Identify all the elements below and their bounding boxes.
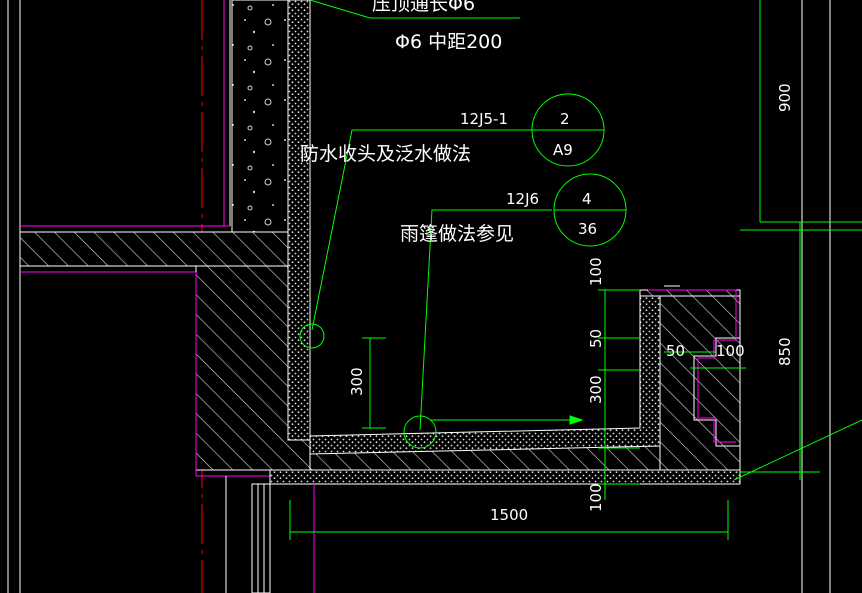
- dimension-100-horizontal: 100: [716, 342, 745, 360]
- beam: [195, 265, 311, 477]
- floor-slab: [19, 225, 289, 273]
- wall-concrete: [231, 0, 289, 233]
- dimension-300-left: 300: [348, 367, 366, 396]
- canopy-label: 雨篷做法参见: [400, 223, 514, 245]
- dimension-100-bottom: 100: [587, 483, 605, 512]
- rebar-top-label: 压顶通长Φ6: [372, 0, 475, 15]
- canopy-sheet-no: 36: [578, 220, 597, 238]
- dimension-300-vertical: 300: [587, 375, 605, 404]
- waterproof-ref-code: 12J5-1: [460, 110, 508, 128]
- rebar-spacing-label: Φ6 中距200: [395, 31, 502, 53]
- canopy-detail-no: 4: [582, 190, 592, 208]
- leaders: [299, 0, 862, 481]
- waterproof-sheet-no: A9: [553, 141, 573, 159]
- canopy-slab: [269, 285, 741, 485]
- waterproof-detail-no: 2: [560, 110, 570, 128]
- waterproof-label: 防水收头及泛水做法: [300, 143, 471, 165]
- dimension-900: 900: [776, 83, 794, 112]
- dimension-1500: 1500: [490, 506, 528, 524]
- dimension-lines: [289, 0, 862, 540]
- window-frame: [225, 476, 315, 593]
- dimension-50-vertical: 50: [587, 329, 605, 348]
- dimension-100-top: 100: [587, 257, 605, 286]
- dimension-850: 850: [776, 337, 794, 366]
- dimension-50-horizontal: 50: [666, 342, 685, 360]
- insulation-vertical: [287, 0, 311, 441]
- canopy-ref-code: 12J6: [506, 190, 539, 208]
